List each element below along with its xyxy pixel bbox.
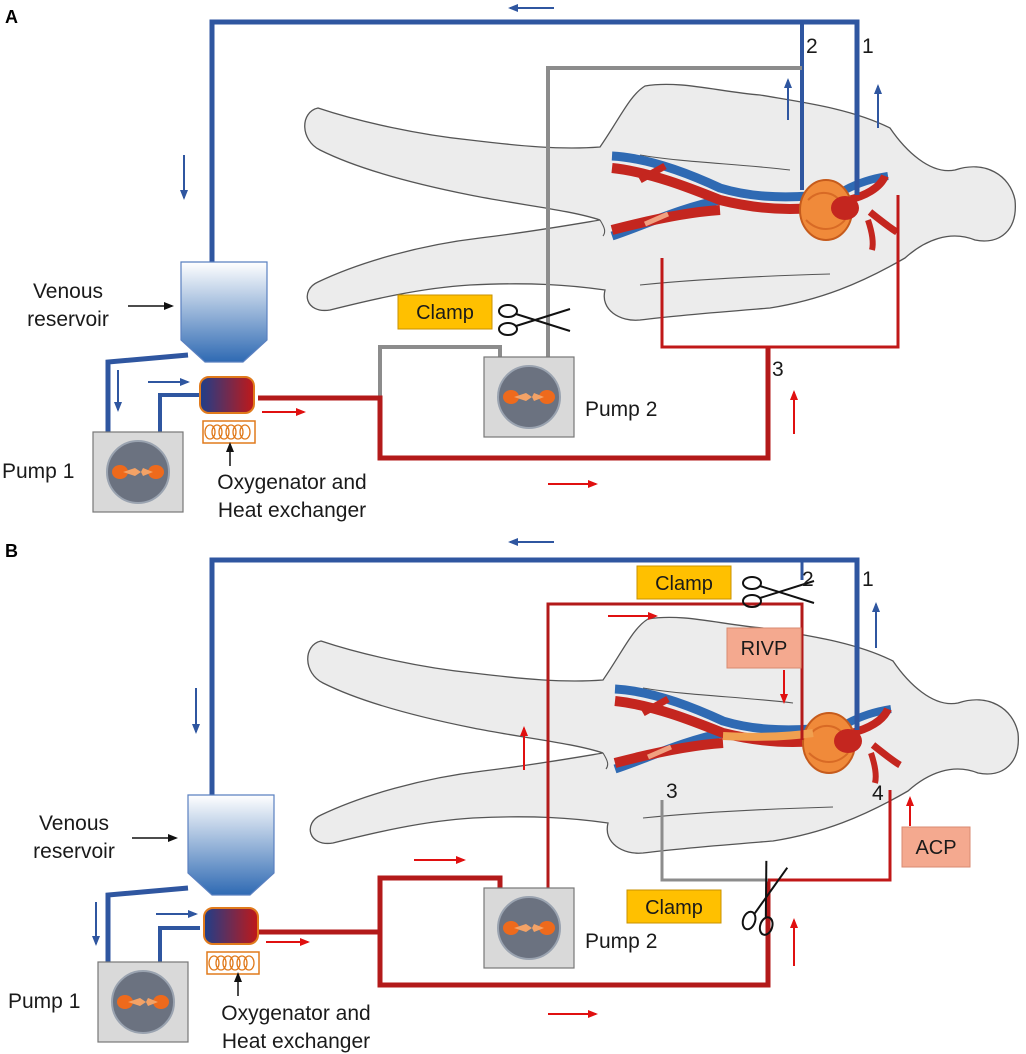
venous-reservoir bbox=[180, 261, 268, 363]
venous-reservoir-label-line1: Venous bbox=[39, 812, 109, 835]
panel-a: A Clamp V bbox=[2, 4, 1016, 522]
venous-reservoir-label-line2: reservoir bbox=[33, 840, 115, 863]
clamp-top-label: Clamp bbox=[655, 573, 713, 595]
retrograde-flow-segment bbox=[722, 729, 814, 741]
clamp-label: Clamp bbox=[416, 302, 474, 324]
cannula-number-3: 3 bbox=[666, 780, 678, 803]
acp-label: ACP bbox=[915, 837, 956, 859]
oxygenator-label-line1: Oxygenator and bbox=[221, 1002, 370, 1025]
pump-1-label: Pump 1 bbox=[8, 990, 80, 1013]
pump-1 bbox=[92, 431, 184, 513]
pump-1 bbox=[97, 961, 189, 1043]
clamp-label-box bbox=[397, 294, 493, 330]
panel-a-letter: A bbox=[5, 7, 18, 27]
panel-b: B bbox=[5, 538, 1019, 1053]
pump-2 bbox=[483, 887, 575, 969]
oxygenator-label-line2: Heat exchanger bbox=[218, 499, 366, 522]
scissors-icon bbox=[498, 304, 571, 336]
cannula-number-1: 1 bbox=[862, 568, 874, 591]
pump2-drainage-line bbox=[546, 66, 802, 372]
oxygenator-to-pump2-line bbox=[258, 875, 503, 935]
clamp-bottom-label: Clamp bbox=[645, 897, 703, 919]
acp-line bbox=[768, 790, 892, 882]
human-body-silhouette bbox=[304, 83, 1016, 321]
pump-1-label: Pump 1 bbox=[2, 460, 74, 483]
cannula-number-2: 2 bbox=[806, 35, 818, 58]
cannula-number-1: 1 bbox=[862, 35, 874, 58]
cannula-number-2: 2 bbox=[802, 568, 814, 591]
oxygenator bbox=[203, 907, 260, 975]
clamped-grey-line bbox=[660, 800, 768, 882]
venous-reservoir-label-line1: Venous bbox=[33, 280, 103, 303]
venous-reservoir-label-line2: reservoir bbox=[27, 308, 109, 331]
oxygenator bbox=[199, 376, 256, 444]
cannula-number-3: 3 bbox=[772, 358, 784, 381]
acp-label-box bbox=[901, 826, 971, 868]
venous-line-2 bbox=[212, 20, 804, 190]
oxygenator-label-line1: Oxygenator and bbox=[217, 471, 366, 494]
cannula-number-4: 4 bbox=[872, 782, 884, 805]
oxygenator-label-line2: Heat exchanger bbox=[222, 1030, 370, 1053]
clamp-bottom-label-box bbox=[626, 889, 722, 924]
rivp-label: RIVP bbox=[741, 638, 788, 660]
venous-reservoir bbox=[187, 794, 275, 896]
clamp-top-label-box bbox=[636, 565, 732, 600]
pump-2-label: Pump 2 bbox=[585, 930, 657, 953]
arterial-return-branch bbox=[660, 195, 900, 349]
venous-line-2 bbox=[212, 558, 804, 580]
rivp-label-box bbox=[726, 627, 802, 669]
arterial-return-line bbox=[258, 347, 771, 461]
pump-2 bbox=[483, 356, 575, 438]
rivp-line bbox=[546, 602, 804, 905]
panel-b-letter: B bbox=[5, 541, 18, 561]
oxygenator-to-pump2-line bbox=[378, 345, 502, 398]
pump-2-label: Pump 2 bbox=[585, 398, 657, 421]
